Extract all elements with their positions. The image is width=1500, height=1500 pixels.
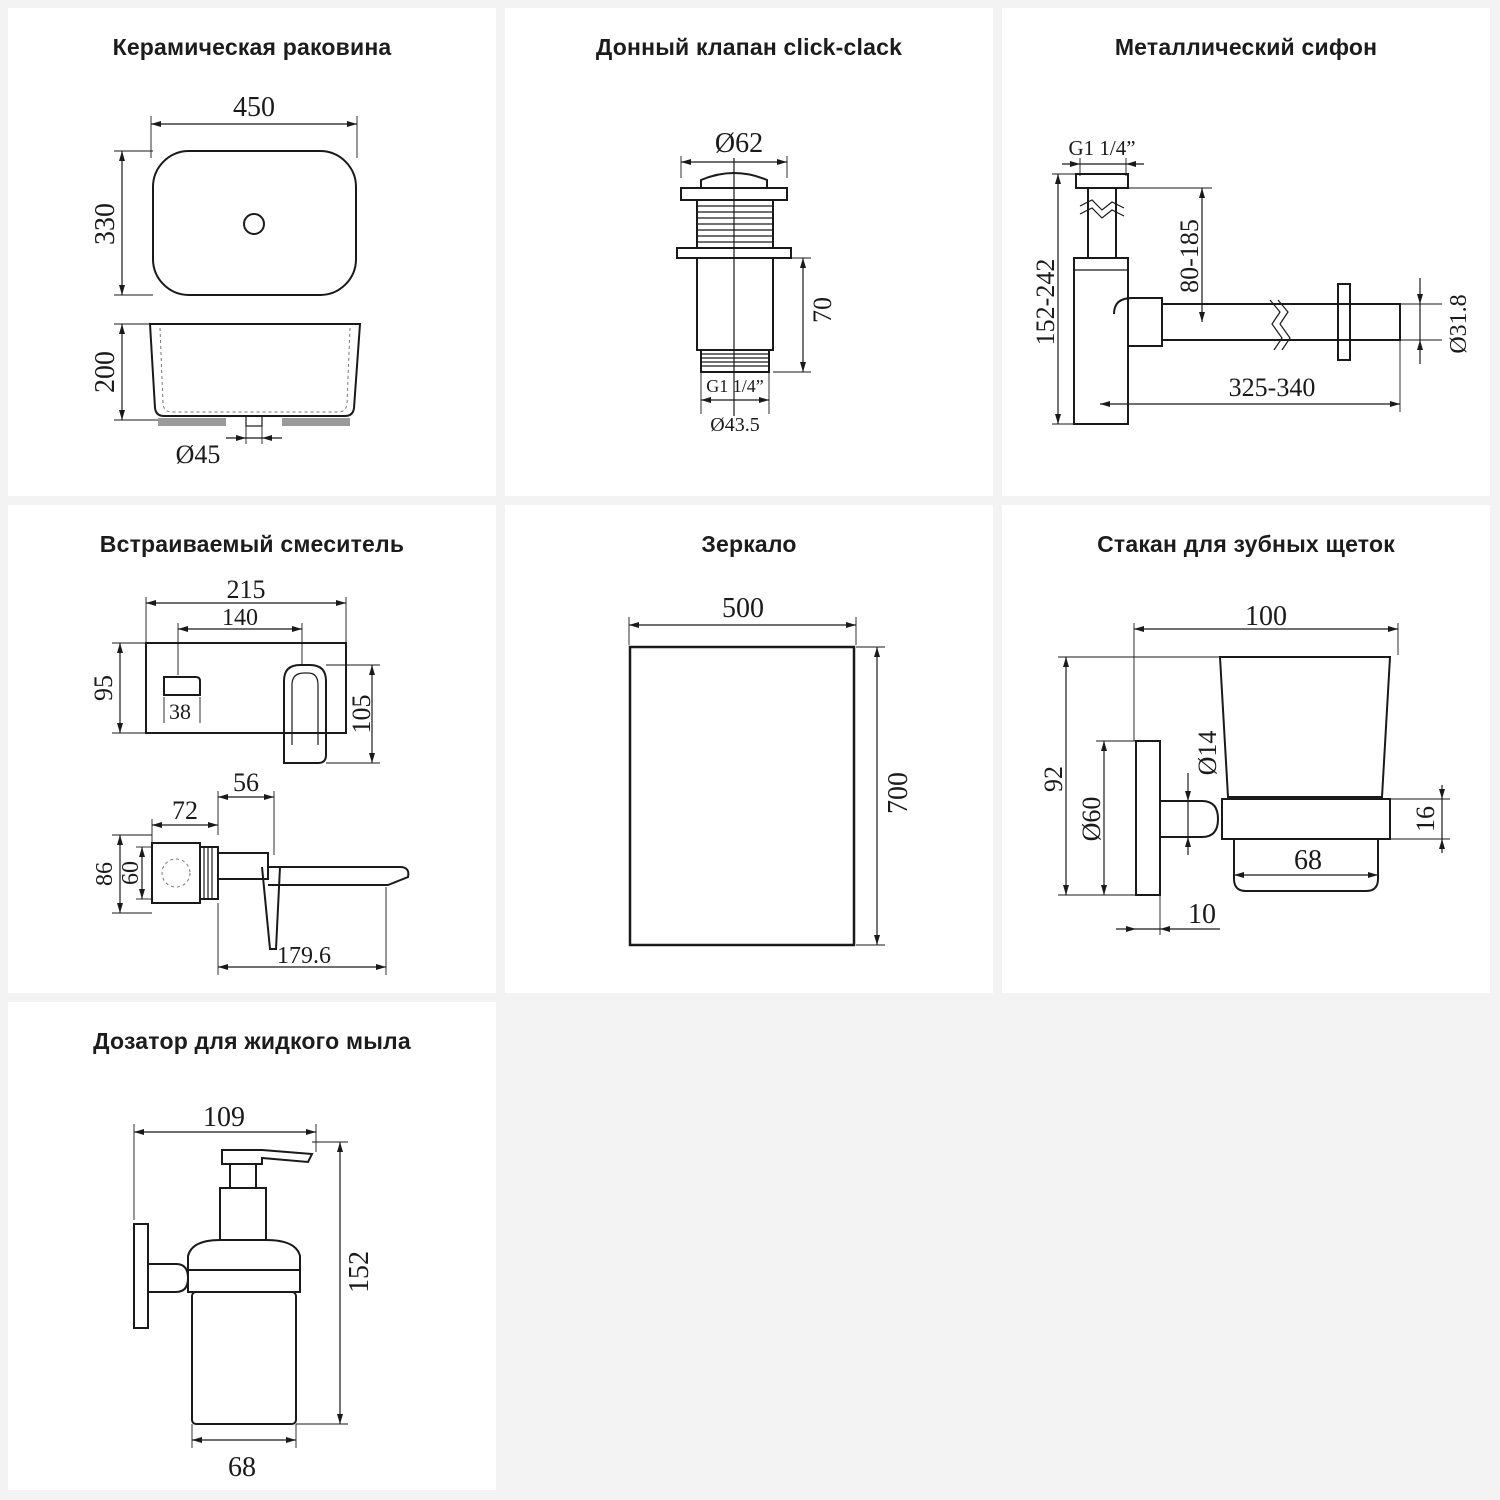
dim-width: 100 — [1245, 601, 1287, 632]
drain-valve-drawing: Ø62 — [676, 128, 837, 436]
siphon-drawing: G1 1/4” 152-242 — [1031, 136, 1472, 425]
dim-drain: Ø45 — [176, 440, 221, 469]
drain-hole — [243, 213, 265, 235]
dim-base: Ø60 — [1077, 797, 1106, 842]
cup-glass — [1218, 656, 1392, 798]
mixer-lever — [283, 664, 327, 764]
dim-depth: 330 — [90, 203, 121, 245]
wall-plate — [133, 1223, 149, 1329]
panel-ceramic-sink: Керамическая раковина 450 330 — [8, 8, 496, 496]
panel-siphon: Металлический сифон G1 1/4” — [1002, 8, 1490, 496]
panel-title: Встраиваемый смеситель — [99, 531, 405, 557]
dim-length-range: 325-340 — [1229, 373, 1316, 402]
dim-height: 95 — [89, 675, 118, 701]
dim-spout: 179.6 — [277, 943, 331, 969]
panel-title: Стакан для зубных щеток — [1097, 531, 1395, 557]
sink-top-view — [152, 150, 357, 296]
dim-inner-width: 140 — [222, 605, 258, 631]
dim-pipe: Ø31.8 — [1446, 294, 1472, 353]
panel-title: Керамическая раковина — [112, 34, 392, 60]
dispenser-drawing: 109 152 68 — [133, 1102, 375, 1483]
dim-height-range: 152-242 — [1031, 259, 1060, 346]
dim-offset: 10 — [1188, 899, 1216, 930]
panel-title: Зеркало — [701, 531, 797, 557]
mirror-outline — [628, 645, 856, 947]
mirror-drawing: 500 700 — [628, 593, 914, 947]
dim-width: 450 — [233, 92, 275, 123]
dim-upper-range: 80-185 — [1175, 219, 1204, 293]
dim-height: 200 — [90, 351, 121, 393]
dim-cap: 38 — [169, 699, 191, 724]
panel-soap-dispenser: Дозатор для жидкого мыла 109 — [8, 1002, 496, 1490]
wall-flange — [1337, 283, 1351, 361]
mixer-plate — [145, 642, 347, 734]
dim-body-h2: 60 — [118, 861, 144, 885]
mixer-drawing: 215 140 38 95 — [89, 575, 410, 975]
panel-title: Дозатор для жидкого мыла — [93, 1028, 411, 1054]
dim-bottle: 68 — [228, 1452, 256, 1483]
dim-arm: Ø14 — [1193, 731, 1222, 776]
panel-mixer: Встраиваемый смеситель 215 140 38 — [8, 505, 496, 993]
dim-ring: 16 — [1411, 806, 1440, 832]
dim-body-h1: 86 — [92, 862, 118, 886]
dim-height: 92 — [1039, 766, 1068, 792]
panel-mirror: Зеркало 500 700 — [505, 505, 993, 993]
wall-plate — [1135, 740, 1161, 896]
dim-thread: G1 1/4” — [1068, 136, 1135, 160]
dim-thread: G1 1/4” — [706, 376, 764, 396]
cup-drawing: 100 92 Ø60 Ø14 — [1039, 601, 1450, 935]
panel-toothbrush-cup: Стакан для зубных щеток 100 92 — [1002, 505, 1490, 993]
dim-width: 109 — [203, 1102, 245, 1133]
dim-height: 152 — [344, 1251, 375, 1293]
dim-depth-a: 56 — [233, 768, 259, 797]
dim-lever: 105 — [347, 695, 376, 734]
dim-length: 70 — [808, 297, 837, 323]
dim-total-width: 215 — [227, 575, 266, 604]
panel-title: Донный клапан click-clack — [595, 34, 903, 60]
dispenser-bottle — [187, 1239, 301, 1271]
panel-drain-valve: Донный клапан click-clack Ø62 — [505, 8, 993, 496]
dim-depth-b: 72 — [172, 796, 198, 825]
dim-cap: Ø62 — [715, 128, 763, 159]
sink-drawing: 450 330 200 — [90, 92, 362, 469]
panel-title: Металлический сифон — [1114, 34, 1378, 60]
dim-width: 500 — [722, 593, 764, 624]
dim-cup: 68 — [1294, 845, 1322, 876]
sink-side-view — [148, 323, 362, 417]
dim-height: 700 — [883, 772, 914, 814]
dim-bottom: Ø43.5 — [710, 414, 759, 436]
